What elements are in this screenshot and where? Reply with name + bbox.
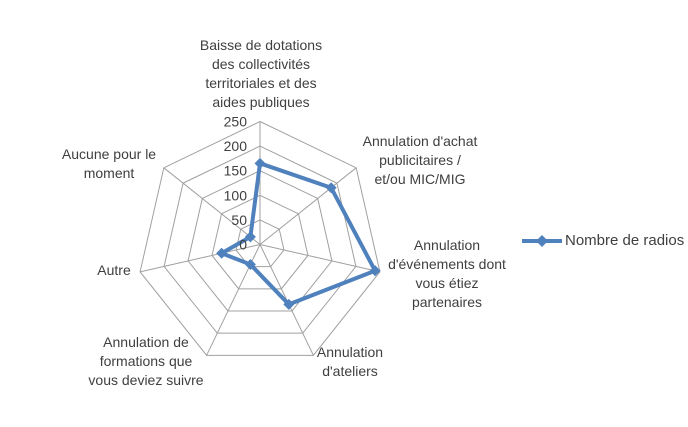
axis-tick-label: 50 <box>231 212 247 228</box>
legend: Nombre de radios <box>521 232 684 249</box>
category-label-annulation-achat: Annulation d'achat publicitaires / et/ou… <box>362 133 478 187</box>
category-label-aucune-pour-le-moment: Aucune pour le moment <box>61 146 157 181</box>
category-label-baisse-dotations: Baisse de dotations des collectivités te… <box>199 37 323 110</box>
legend-series-label: Nombre de radios <box>565 232 685 249</box>
axis-tick-label: 100 <box>224 187 248 203</box>
axis-tick-label: 150 <box>224 163 248 179</box>
category-label-annulation-formations: Annulation de formations que vous deviez… <box>88 334 204 388</box>
category-label-annulation-ateliers: Annulation d'ateliers <box>316 344 384 379</box>
axis-tick-label: 250 <box>224 114 248 130</box>
category-label-autre: Autre <box>97 262 131 278</box>
legend-line-marker-icon <box>522 234 562 247</box>
axis-tick-label: 0 <box>239 237 247 253</box>
category-label-annulation-evenements: Annulation d'événements dont vous étiez … <box>388 237 506 310</box>
axis-tick-label: 200 <box>224 138 248 154</box>
